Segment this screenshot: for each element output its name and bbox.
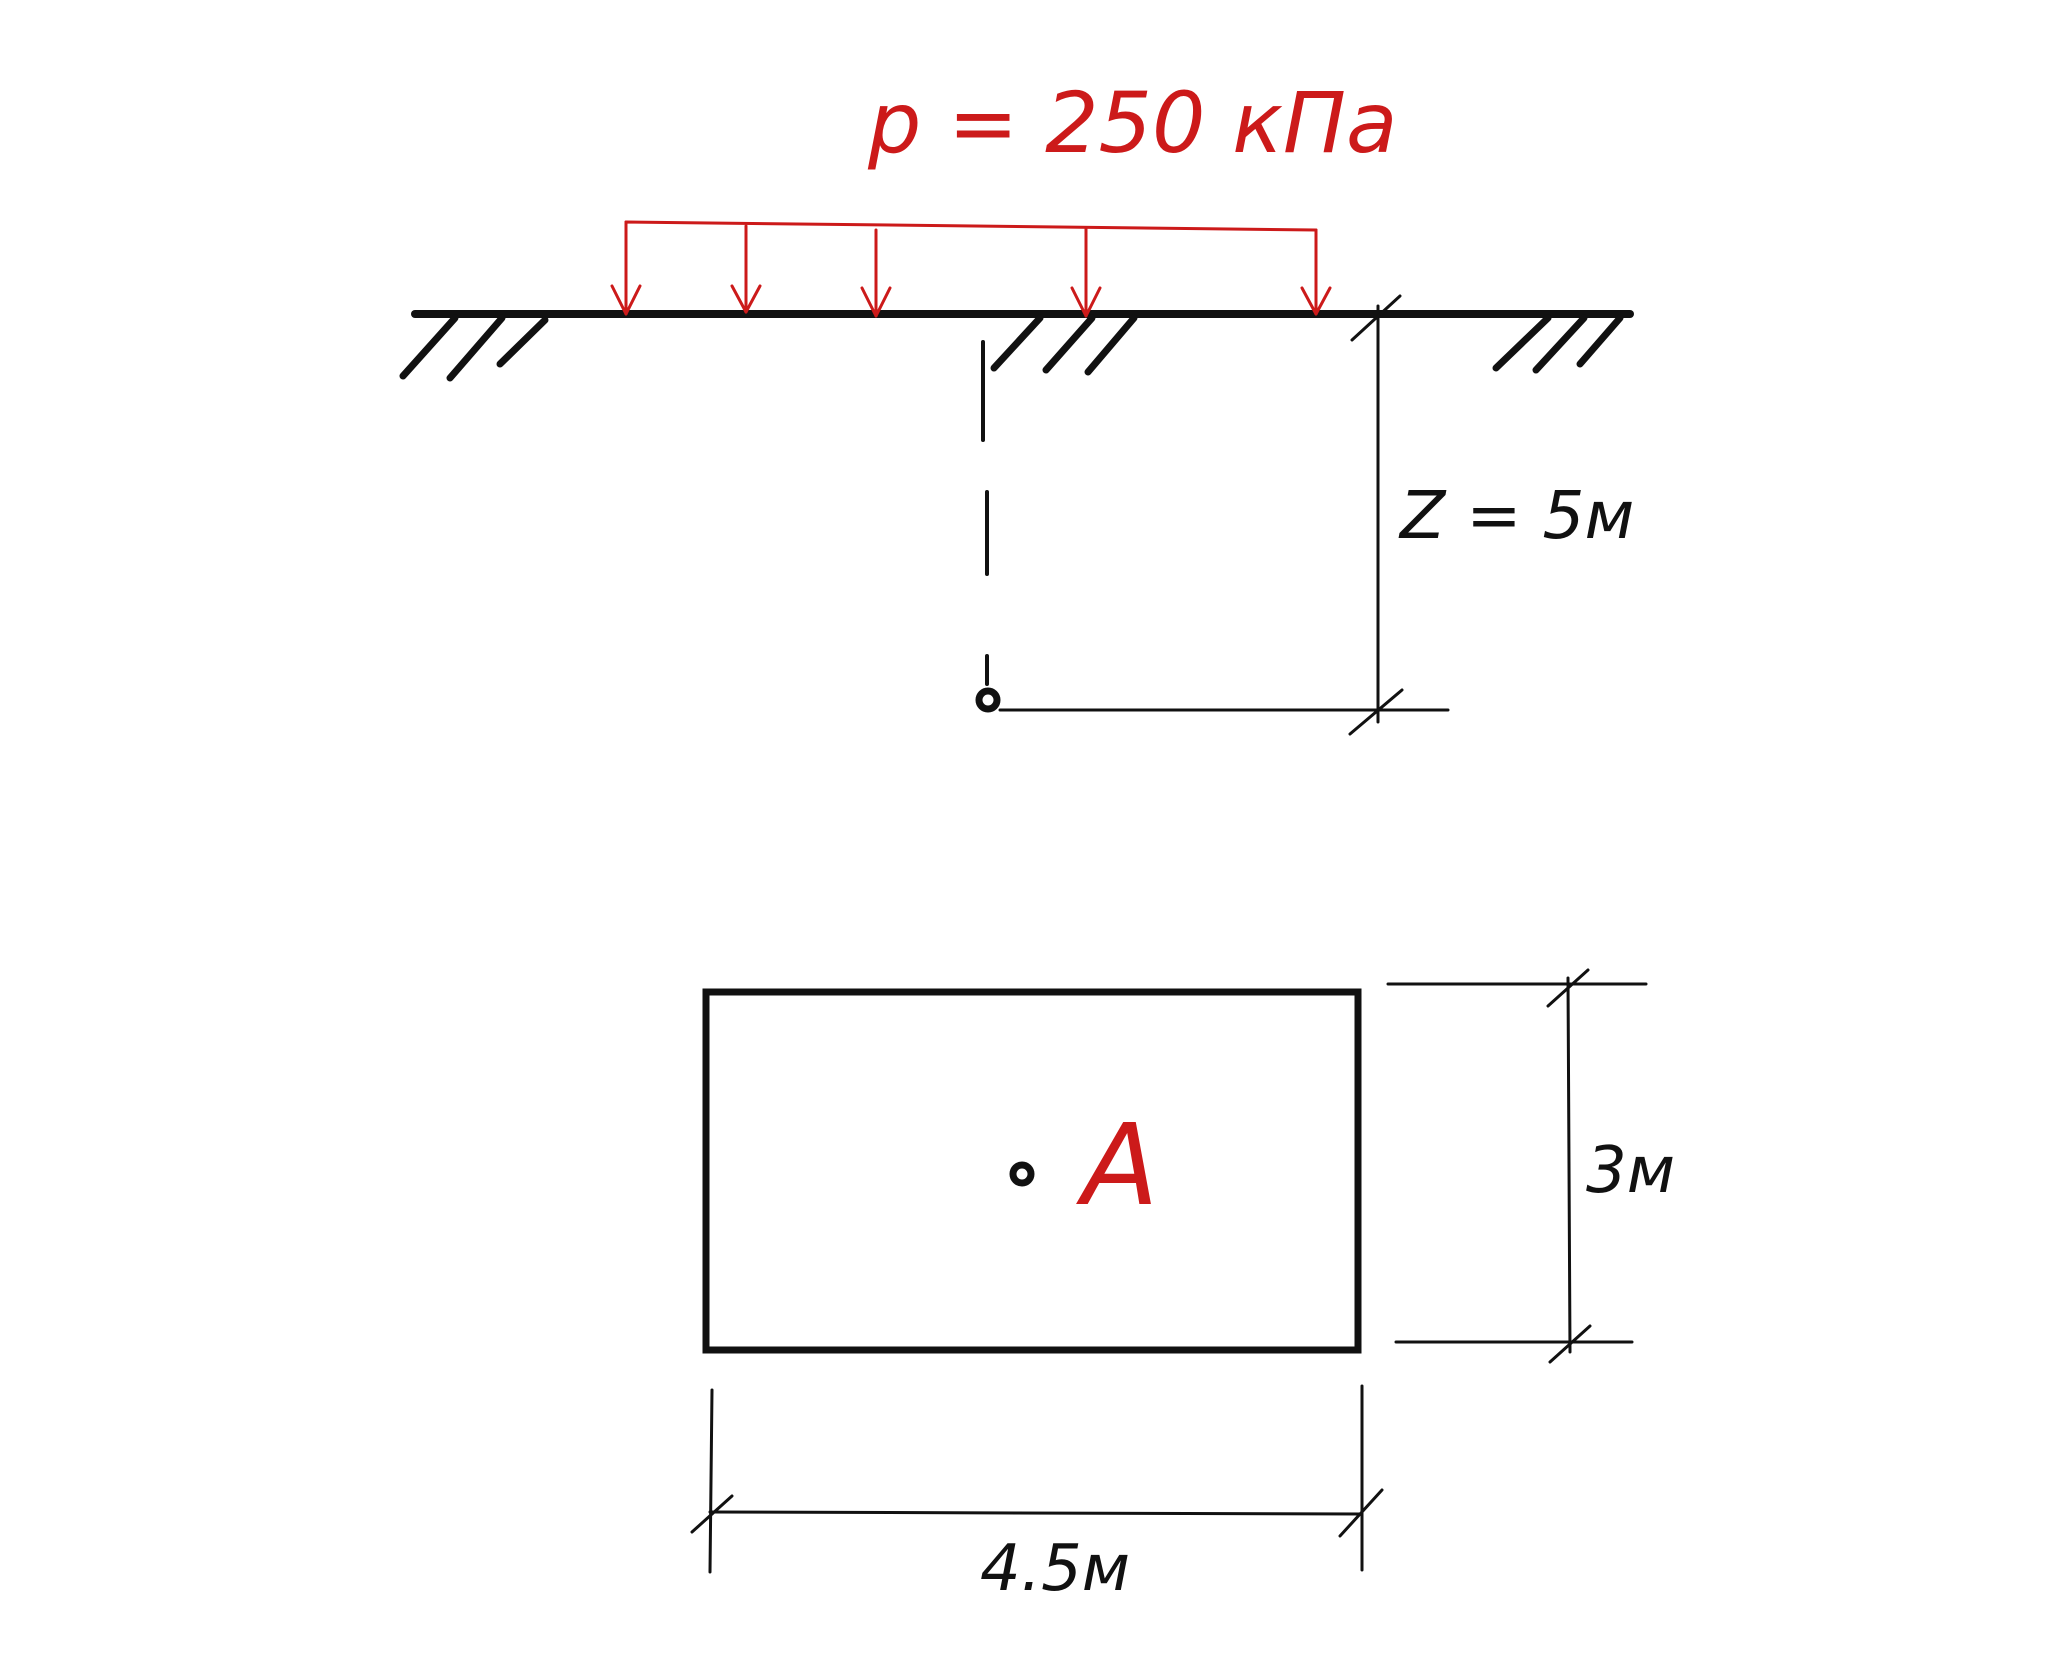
depth-dimension-tick-top [1350, 294, 1402, 342]
point-a-marker [1009, 1161, 1035, 1187]
depth-label: Z = 5м [1398, 477, 1634, 554]
point-a-label: A [1076, 1101, 1159, 1231]
load-arrow [1070, 226, 1102, 318]
length-extension-line-left [708, 1388, 714, 1574]
ground-hatch-left [399, 314, 549, 382]
depth-point [975, 687, 1001, 713]
length-tick-right [1338, 1488, 1384, 1538]
load-arrow [730, 224, 762, 314]
length-dimension [690, 1384, 1384, 1574]
load-diagram-outline [624, 220, 1318, 314]
length-dimension-line [708, 1510, 1364, 1516]
center-axis-dashed-line [981, 340, 989, 686]
width-tick-bottom [1548, 1324, 1592, 1364]
width-dimension-line [1566, 976, 1572, 1354]
width-tick-top [1546, 968, 1590, 1008]
distributed-load [610, 220, 1332, 318]
length-label: 4.5м [980, 1532, 1130, 1606]
length-tick-left [690, 1494, 734, 1534]
section-view: p = 250 кПа Z = 5м [399, 74, 1634, 736]
width-dimension [1386, 968, 1648, 1364]
ground-hatch-right [1492, 314, 1624, 374]
plan-view: A 3м 4.5м [690, 968, 1675, 1606]
width-label: 3м [1586, 1134, 1675, 1208]
load-label: p = 250 кПа [867, 74, 1398, 172]
load-arrow [610, 220, 642, 316]
load-arrow [860, 228, 892, 318]
ground-hatch-middle [990, 314, 1138, 376]
load-arrow [1300, 228, 1332, 316]
depth-dimension-tick-bottom [1348, 688, 1404, 736]
foundation-outline [702, 988, 1362, 1354]
